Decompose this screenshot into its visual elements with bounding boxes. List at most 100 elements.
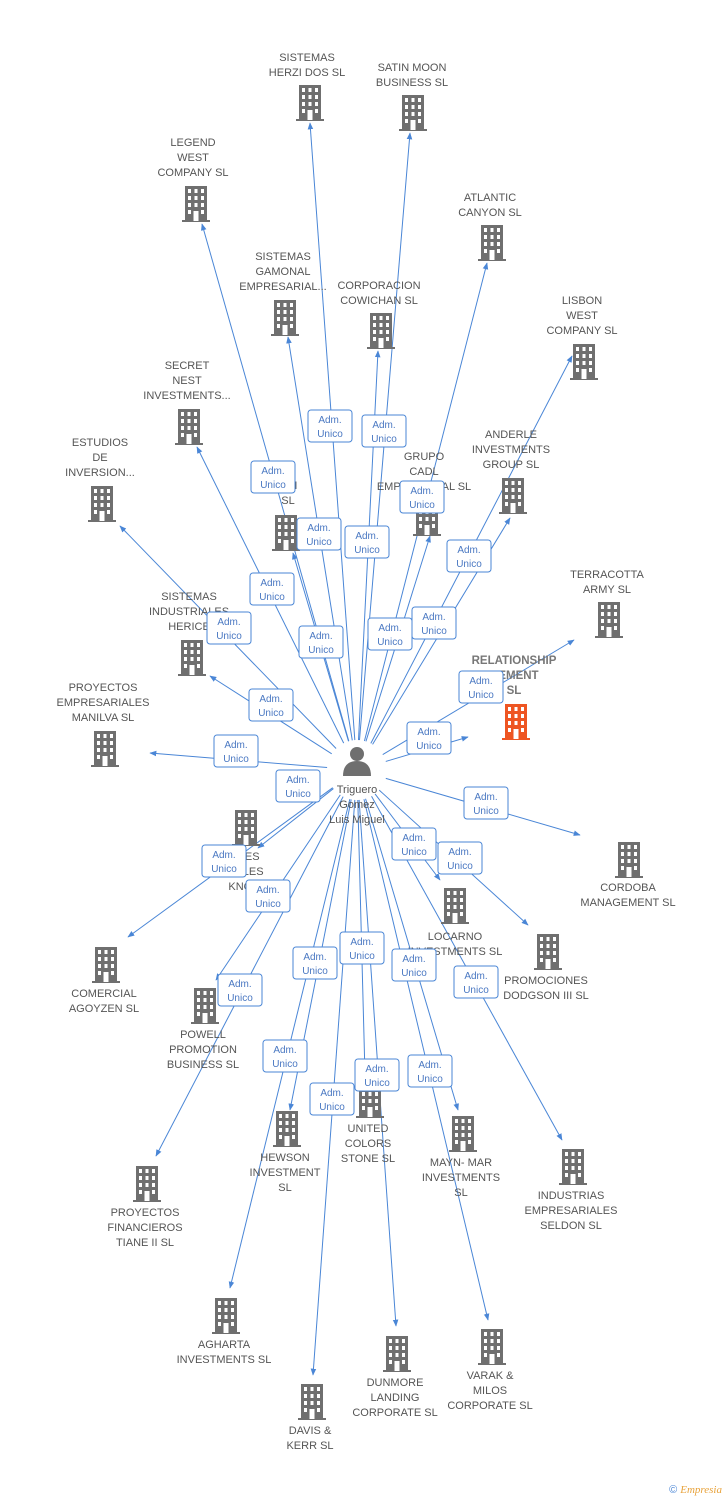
role-badge[interactable]: Adm. Unico — [391, 948, 437, 982]
company-label-line: ARMY SL — [583, 584, 631, 596]
role-badge[interactable]: Adm.Unico — [292, 946, 338, 980]
role-badge[interactable]: Adm.Unico — [437, 841, 483, 875]
badges-layer: Adm.UnicoAdm.UnicoAdm.UnicoAdm.UnicoAdm.… — [201, 409, 509, 1116]
company-label-line: SATIN MOON — [378, 62, 447, 74]
role-badge-text: Unico — [223, 754, 249, 765]
role-badge-text: Unico — [401, 968, 427, 979]
role-badge-text: Unico — [377, 637, 403, 648]
role-badge[interactable]: Adm.Unico — [249, 572, 295, 606]
role-badge[interactable]: Adm.Unico — [298, 625, 344, 659]
role-badge[interactable]: Adm.Unico — [367, 617, 413, 651]
role-badge-text: Unico — [468, 690, 494, 701]
building-icon — [478, 1329, 506, 1365]
company-label-line: DUNMORE — [367, 1377, 424, 1389]
role-badge[interactable]: Adm.Unico — [361, 414, 407, 448]
company-label-line: MILOS — [473, 1385, 507, 1397]
role-badge[interactable]: Adm.Unico — [201, 844, 247, 878]
role-badge[interactable]: Adm.Unico — [245, 879, 291, 913]
role-badge[interactable]: Adm.Unico — [391, 827, 437, 861]
role-badge-text: Adm. — [464, 971, 487, 982]
role-badge[interactable]: Adm.Unico — [458, 670, 504, 704]
company-label-line: DE — [92, 452, 107, 464]
role-badge[interactable]: Adm.Unico — [248, 688, 294, 722]
company-label-line: LOCARNO — [428, 931, 483, 943]
role-badge[interactable]: Adm.Unico — [339, 931, 385, 965]
role-badge-text: Adm. — [286, 775, 309, 786]
role-badge[interactable]: Adm.Unico — [463, 786, 509, 820]
person-node[interactable]: Triguero Gomez Luis Miguel — [329, 747, 385, 826]
company-node-estudios-inversion[interactable]: ESTUDIOSDEINVERSION... — [65, 437, 135, 522]
role-badge[interactable]: Adm.Unico — [399, 480, 445, 514]
edges-layer — [119, 122, 581, 1376]
role-badge[interactable]: Adm.Unico — [213, 734, 259, 768]
role-badge[interactable]: Adm.Unico — [344, 525, 390, 559]
company-label-line: LANDING — [371, 1392, 420, 1404]
company-label-line: ATLANTIC — [464, 192, 516, 204]
building-icon — [271, 300, 299, 336]
role-badge[interactable]: Adm.Unico — [217, 973, 263, 1007]
role-badge[interactable]: Adm.Unico — [354, 1058, 400, 1092]
role-badge[interactable]: Adm.Unico — [206, 611, 252, 645]
role-badge-text: Adm. — [418, 1060, 441, 1071]
company-label-line: RELATIONSHIP — [472, 655, 557, 667]
footer-credit: © Empresia — [669, 1484, 722, 1496]
role-badge-text: Adm. — [402, 954, 425, 965]
company-label-line: INDUSTRIAS — [538, 1190, 605, 1202]
role-badge[interactable]: Adm.Unico — [250, 460, 296, 494]
role-badge-text: Adm. — [303, 952, 326, 963]
role-badge-text: Unico — [255, 899, 281, 910]
role-badge[interactable]: Adm.Unico — [407, 1054, 453, 1088]
role-badge[interactable]: Adm.Unico — [406, 721, 452, 755]
role-badge-box — [206, 611, 252, 645]
company-node-davis-kerr[interactable]: DAVIS &KERR SL — [286, 1384, 334, 1452]
company-label-line: SISTEMAS — [279, 52, 335, 64]
company-label-line: INVESTMENTS — [422, 1172, 500, 1184]
role-badge[interactable]: Adm.Unico — [309, 1082, 355, 1116]
role-badge[interactable]: Adm.Unico — [275, 769, 321, 803]
role-badge[interactable]: Adm.Unico — [446, 539, 492, 573]
brand-logo-text[interactable]: Empresia — [680, 1484, 722, 1496]
role-badge[interactable]: Adm.Unico — [296, 517, 342, 551]
role-badge-box — [406, 721, 452, 755]
building-icon — [175, 409, 203, 445]
company-label-line: COLORS — [345, 1138, 391, 1150]
role-badge-text: Adm. — [402, 833, 425, 844]
role-badge[interactable]: Adm.Unico — [307, 409, 353, 443]
role-badge-text: Adm. — [228, 979, 251, 990]
role-badge[interactable]: Adm.Unico — [411, 606, 457, 640]
building-icon — [273, 1111, 301, 1147]
building-icon — [534, 934, 562, 970]
person-name-line-2: Gomez — [339, 799, 374, 811]
role-badge-text: Adm. — [318, 415, 341, 426]
role-badge[interactable]: Adm.Unico — [453, 965, 499, 999]
company-label-line: INVESTMENTS — [472, 444, 550, 456]
role-badge[interactable]: Adm.Unico — [262, 1039, 308, 1073]
company-node-sistemas-gamonal[interactable]: SISTEMASGAMONALEMPRESARIAL... — [239, 251, 327, 336]
copyright-icon: © — [669, 1484, 678, 1496]
company-label-line: SECRET — [165, 360, 210, 372]
role-badge-text: Adm. — [307, 523, 330, 534]
company-node-secret-nest[interactable]: SECRETNESTINVESTMENTS... — [143, 360, 231, 445]
